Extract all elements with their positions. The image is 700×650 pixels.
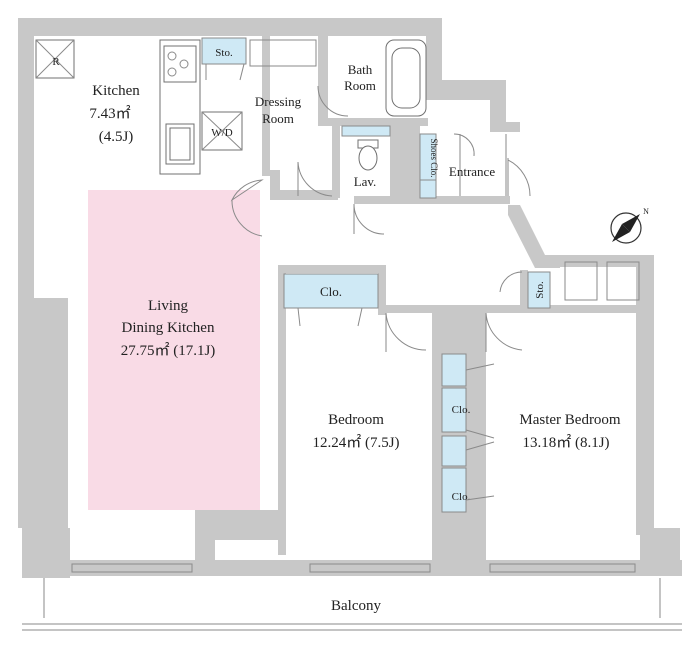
lav-label: Lav.: [354, 174, 377, 189]
compass-label: N: [643, 207, 649, 216]
compass-needle-icon: [622, 214, 640, 232]
shoes-closet-label: Shoes Clo.: [429, 138, 439, 177]
clo-1-label: Clo.: [452, 404, 471, 416]
toilet: [341, 125, 391, 171]
sto-top-label: Sto.: [215, 47, 233, 59]
bedroom-name: Bedroom: [328, 412, 384, 428]
balcony: [22, 563, 682, 631]
kitchen-jo: (4.5J): [99, 129, 134, 145]
sto-side-label: Sto.: [534, 281, 546, 299]
bath-line1: Bath: [348, 62, 373, 77]
master-size: 13.18㎡ (8.1J): [522, 434, 609, 451]
room-labels: Kitchen 7.43㎡ (4.5J) Dressing Room Bath …: [89, 62, 621, 614]
kitchen-counter: [159, 39, 201, 175]
refrigerator: R: [35, 39, 75, 79]
master-name: Master Bedroom: [519, 412, 621, 428]
dressing-line1: Dressing: [255, 94, 302, 109]
dressing-shelf: [249, 39, 317, 67]
ldk-size: 27.75㎡ (17.1J): [121, 342, 216, 359]
bathtub: [385, 39, 427, 117]
kitchen-area: 7.43㎡: [89, 105, 130, 122]
ldk-line1: Living: [148, 298, 188, 314]
clo-hall-label: Clo.: [320, 284, 342, 299]
ldk-highlight: [88, 190, 260, 510]
outdoor-unit: [564, 261, 598, 301]
hall-closet: Clo.: [283, 273, 379, 327]
refrigerator-label: R: [52, 56, 60, 68]
washer-dryer: W/D: [201, 111, 243, 151]
entrance-label: Entrance: [449, 164, 495, 179]
storage-side: Sto.: [527, 271, 551, 309]
clo-2-label: Clo.: [452, 491, 471, 503]
compass: N: [610, 207, 649, 244]
balcony-label: Balcony: [331, 598, 381, 614]
bedroom-size: 12.24㎡ (7.5J): [312, 434, 399, 451]
storage-top: Sto.: [201, 37, 247, 81]
dressing-line2: Room: [262, 111, 294, 126]
doors: [230, 85, 531, 352]
shoes-closet: Shoes Clo.: [419, 133, 439, 199]
wd-label: W/D: [211, 127, 232, 139]
ldk-line2: Dining Kitchen: [122, 320, 215, 336]
bath-line2: Room: [344, 78, 376, 93]
kitchen-name: Kitchen: [92, 83, 140, 99]
master-closets: Clo. Clo.: [441, 353, 495, 513]
